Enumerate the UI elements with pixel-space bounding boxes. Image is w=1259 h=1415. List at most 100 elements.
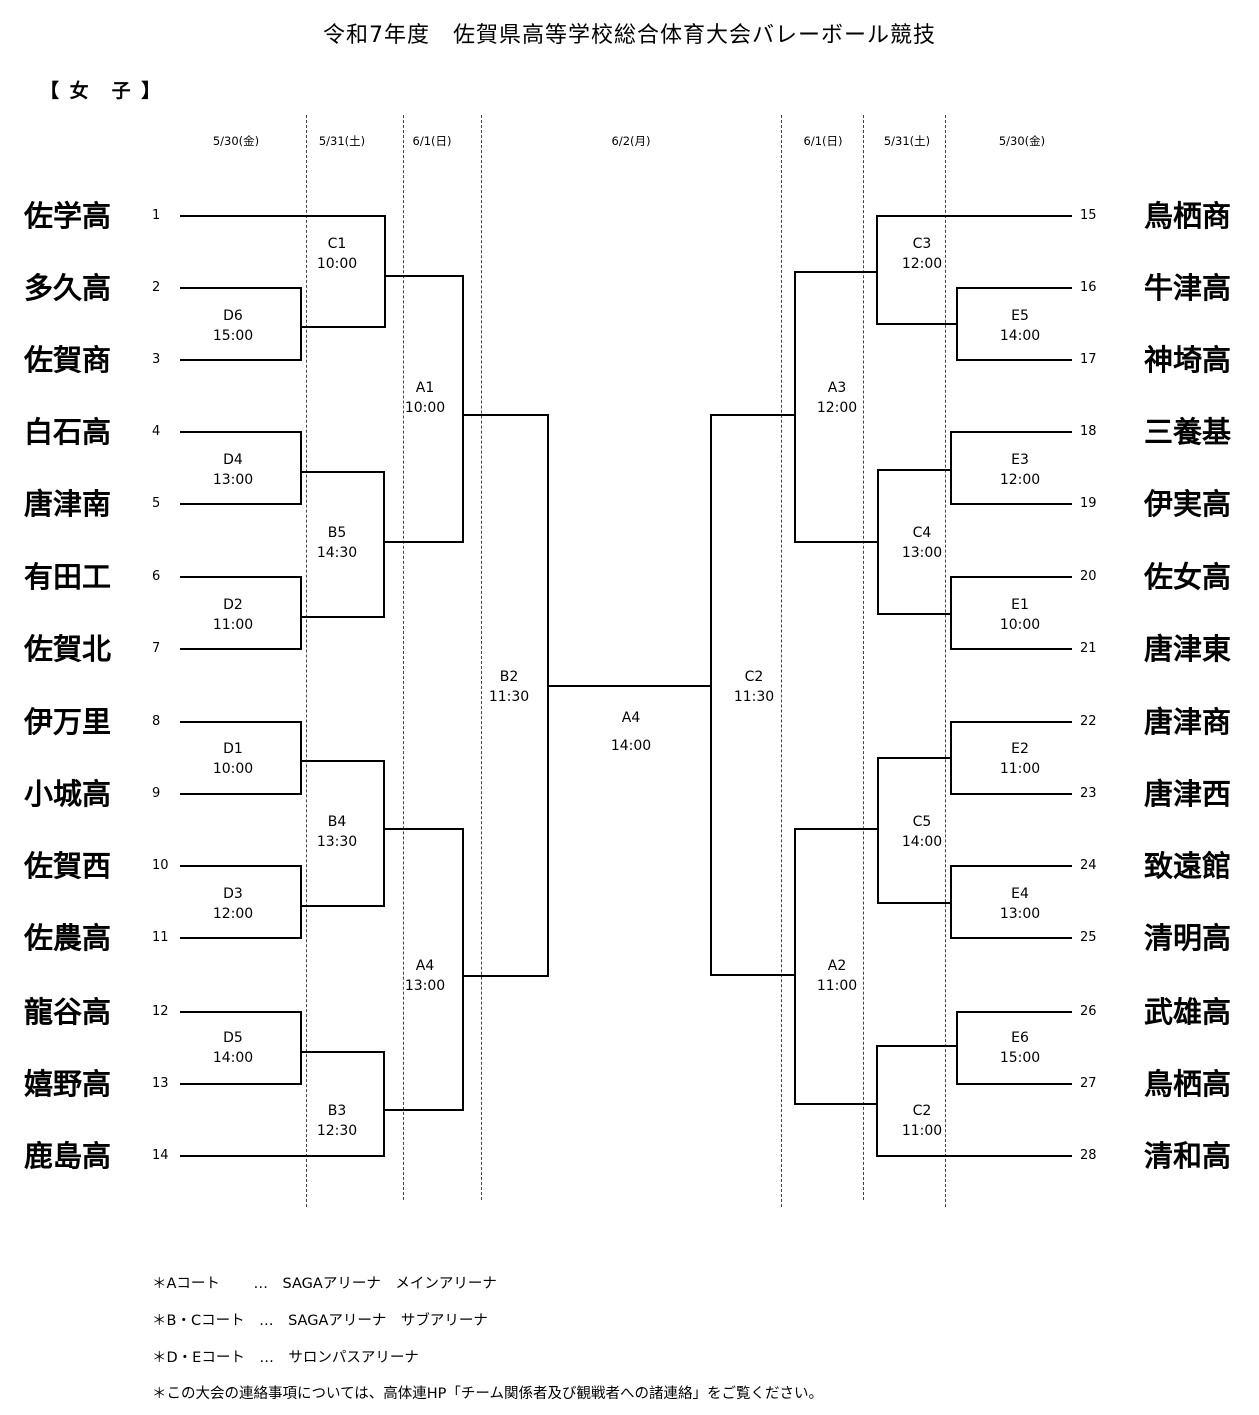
venue-note-bc: ＊B・Cコート … SAGAアリーナ サブアリーナ <box>152 1313 488 1329</box>
match-code: D1 <box>223 741 243 757</box>
match-time: 11:30 <box>733 689 775 705</box>
match-time: 12:00 <box>212 906 254 922</box>
seed-number: 6 <box>152 569 161 584</box>
match-code: B2 <box>499 669 519 685</box>
seed-number: 27 <box>1080 1076 1097 1091</box>
date-header-right-r1: 5/30(金) <box>998 134 1046 148</box>
seed-number: 5 <box>152 496 161 511</box>
team-name: 龍谷高 <box>24 995 112 1029</box>
section-label-women: 【 女 子 】 <box>40 80 163 102</box>
team-name: 佐農高 <box>24 921 112 955</box>
match-time: 12:30 <box>316 1123 358 1139</box>
team-name: 嬉野高 <box>24 1067 112 1101</box>
match-time: 10:00 <box>404 400 446 416</box>
match-time: 13:00 <box>999 906 1041 922</box>
team-name: 神埼高 <box>1143 343 1231 377</box>
team-name: 伊実高 <box>1143 487 1231 521</box>
match-code: A4 <box>415 958 435 974</box>
seed-number: 13 <box>152 1076 169 1091</box>
match-code: C5 <box>912 814 932 830</box>
match-time: 15:00 <box>212 328 254 344</box>
match-code: C2 <box>744 669 764 685</box>
team-name: 唐津東 <box>1143 632 1231 666</box>
seed-number: 19 <box>1080 496 1097 511</box>
match-label-c5: C5 14:00 <box>887 812 957 852</box>
seed-number: 14 <box>152 1148 169 1163</box>
match-code: B4 <box>327 814 347 830</box>
match-label-final: A4 14:00 <box>596 704 666 760</box>
column-divider <box>781 115 782 1207</box>
column-divider <box>403 115 404 1200</box>
team-name: 唐津西 <box>1143 777 1231 811</box>
seed-number: 3 <box>152 352 161 367</box>
match-time: 10:00 <box>212 761 254 777</box>
team-name: 鳥栖高 <box>1143 1067 1231 1101</box>
match-code: E3 <box>1011 452 1029 468</box>
seed-number: 28 <box>1080 1148 1097 1163</box>
team-name: 唐津商 <box>1143 705 1231 739</box>
team-name: 佐学高 <box>24 199 112 233</box>
match-label-c3: C3 12:00 <box>887 234 957 274</box>
match-time: 12:00 <box>901 256 943 272</box>
venue-note-a: ＊Aコート … SAGAアリーナ メインアリーナ <box>152 1276 497 1292</box>
team-name: 鹿島高 <box>24 1139 112 1173</box>
seed-number: 9 <box>152 786 161 801</box>
seed-number: 25 <box>1080 930 1097 945</box>
match-code: E6 <box>1011 1030 1029 1046</box>
match-time: 15:00 <box>999 1050 1041 1066</box>
column-divider <box>481 115 482 1200</box>
match-code: C3 <box>912 236 932 252</box>
match-time: 14:00 <box>610 738 652 754</box>
seed-number: 26 <box>1080 1004 1097 1019</box>
match-code: A1 <box>415 380 435 396</box>
seed-number: 18 <box>1080 424 1097 439</box>
column-divider <box>306 115 307 1207</box>
seed-number: 2 <box>152 280 161 295</box>
match-code: E5 <box>1011 308 1029 324</box>
seed-number: 21 <box>1080 641 1097 656</box>
match-code: B5 <box>327 525 347 541</box>
team-name: 佐女高 <box>1143 560 1231 594</box>
match-code: E2 <box>1011 741 1029 757</box>
match-code: A3 <box>827 380 847 396</box>
date-header-final: 6/2(月) <box>611 134 651 148</box>
page-title: 令和7年度 佐賀県高等学校総合体育大会バレーボール競技 <box>323 23 936 48</box>
match-time: 14:00 <box>901 834 943 850</box>
match-time: 13:30 <box>316 834 358 850</box>
match-label-d1: D1 10:00 <box>198 739 268 779</box>
seed-number: 12 <box>152 1004 169 1019</box>
match-code: C4 <box>912 525 932 541</box>
match-label-b2: B2 11:30 <box>474 667 544 707</box>
venue-note-de: ＊D・Eコート … サロンパスアリーナ <box>152 1350 419 1366</box>
seed-number: 16 <box>1080 280 1097 295</box>
match-time: 14:00 <box>212 1050 254 1066</box>
team-name: 有田工 <box>24 560 112 594</box>
team-name: 清和高 <box>1143 1139 1231 1173</box>
match-time: 11:00 <box>816 978 858 994</box>
seed-number: 10 <box>152 858 169 873</box>
team-name: 佐賀商 <box>24 343 112 377</box>
match-time: 11:00 <box>212 617 254 633</box>
seed-number: 17 <box>1080 352 1097 367</box>
match-code: A4 <box>621 710 641 726</box>
match-time: 11:30 <box>488 689 530 705</box>
team-name: 小城高 <box>24 777 112 811</box>
team-name: 多久高 <box>24 271 112 305</box>
match-code: E1 <box>1011 597 1029 613</box>
team-name: 鳥栖商 <box>1143 199 1231 233</box>
seed-number: 7 <box>152 641 161 656</box>
team-name: 三養基 <box>1143 415 1231 449</box>
